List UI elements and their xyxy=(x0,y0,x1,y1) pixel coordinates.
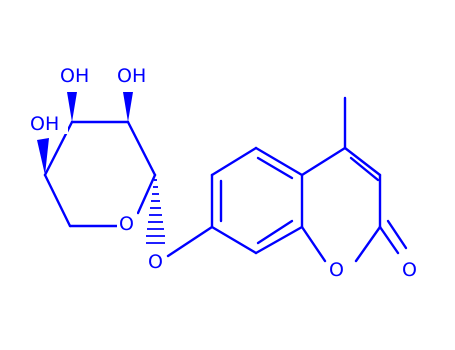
wedge-bond-oh-left xyxy=(37,138,49,175)
bond-c3-c2 xyxy=(126,120,157,177)
bond-carbonyl-2 xyxy=(386,219,408,250)
coumarin-pyrone-ring xyxy=(300,146,382,263)
lactone-oxygen-label: O xyxy=(329,259,344,281)
wedge-bond-oh-top-left xyxy=(67,92,77,122)
oh-label-top-left: OH xyxy=(60,65,89,87)
oh-label-top-right: OH xyxy=(117,65,146,87)
carbonyl-oxygen-label: O xyxy=(402,259,417,281)
glycosidic-oxygen-label: O xyxy=(148,251,163,273)
wedge-bond-oh-top-right xyxy=(123,92,133,122)
hashed-bond-glycosidic xyxy=(146,179,165,244)
bond-carbonyl-1 xyxy=(378,225,400,255)
bond-c2-o-ring xyxy=(136,173,157,215)
coumarin-benzene-ring xyxy=(210,146,304,255)
oh-label-left: OH xyxy=(30,113,59,135)
bond-c5-c4b xyxy=(43,173,72,228)
ring-oxygen-label: O xyxy=(119,213,134,235)
bond-glycosidic-o-c7 xyxy=(166,225,214,258)
sugar-ring xyxy=(43,120,157,228)
